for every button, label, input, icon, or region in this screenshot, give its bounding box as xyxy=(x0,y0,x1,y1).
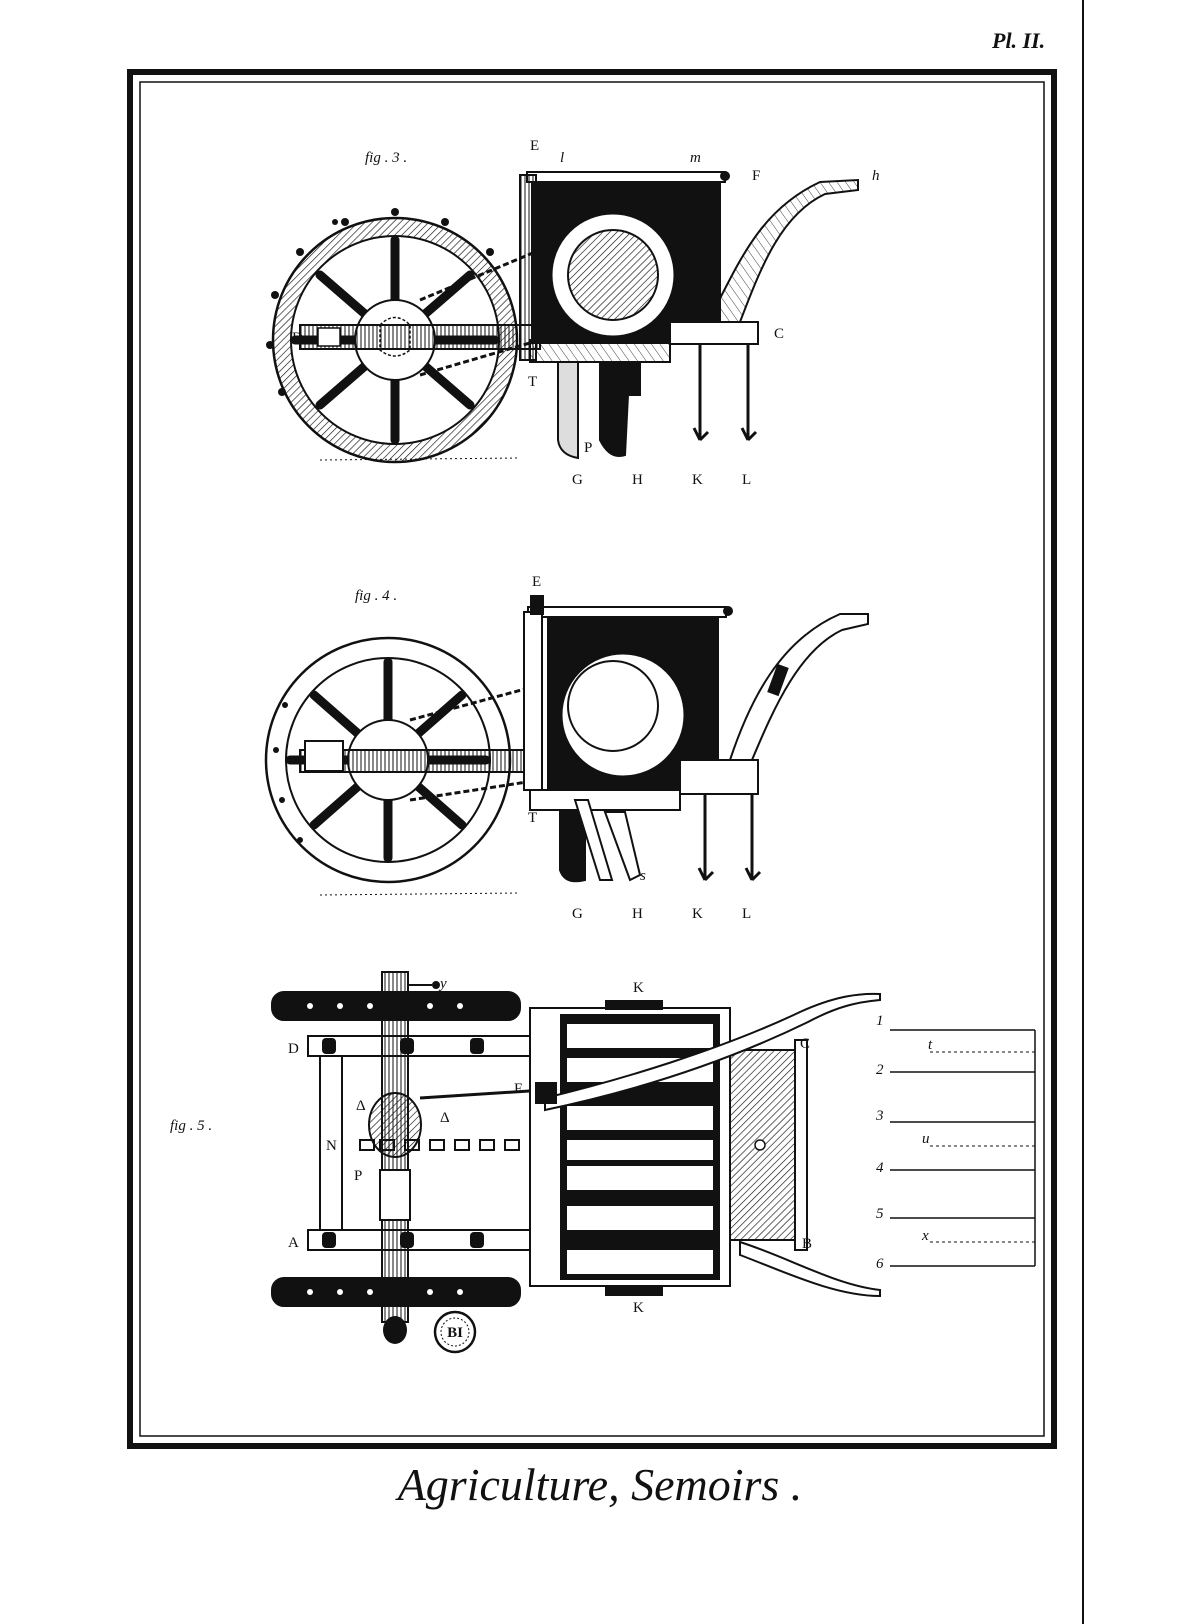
fig5-letter-y: y xyxy=(438,976,447,992)
fig5-plan-view: fig . 5 . xyxy=(170,971,1036,1354)
fig5-scale-mark-3: 3 xyxy=(875,1108,884,1124)
fig3-letter-H: H xyxy=(632,472,643,488)
fig5-handle-bottom xyxy=(739,1240,881,1298)
fig4-handle xyxy=(728,613,869,761)
fig4-letter-T: T xyxy=(528,810,537,826)
fig3-letter-G: G xyxy=(572,472,583,488)
fig4-letter-E: E xyxy=(532,574,541,590)
fig4-side-view: fig . 4 . xyxy=(264,574,869,922)
fig3-letter-L: L xyxy=(742,472,751,488)
library-stamp: BI xyxy=(433,1310,477,1354)
fig5-letter-K-top: K xyxy=(633,980,644,996)
fig3-letter-T: T xyxy=(528,374,537,390)
fig3-letter-m: m xyxy=(690,150,701,166)
fig5-letter-C: C xyxy=(800,1036,810,1052)
fig4-chain xyxy=(409,683,541,722)
fig4-letter-s: s xyxy=(640,868,646,884)
fig5-scale-letter-u: u xyxy=(922,1131,930,1147)
fig5-hopper xyxy=(529,1000,731,1296)
fig5-scale-mark-1: 1 xyxy=(876,1013,884,1029)
fig3-letter-P: P xyxy=(584,440,592,456)
fig3-share xyxy=(557,361,579,460)
fig4-letter-L: L xyxy=(742,906,751,922)
plate-number: Pl. II. xyxy=(991,28,1045,53)
fig3-hopper-box xyxy=(519,171,730,361)
fig4-share xyxy=(559,811,586,883)
fig5-scale-lines xyxy=(890,1029,1036,1267)
fig3-letter-E: E xyxy=(530,138,539,154)
fig5-scale-mark-4: 4 xyxy=(876,1160,884,1176)
fig3-side-view: fig . 3 . xyxy=(266,138,880,488)
fig5-letter-B: B xyxy=(802,1236,812,1252)
fig5-letter-D: D xyxy=(288,1041,299,1057)
fig5-letter-K-bottom: K xyxy=(633,1300,644,1316)
fig5-scale-letter-t: t xyxy=(928,1037,933,1053)
fig5-letter-P: P xyxy=(354,1168,362,1184)
fig4-letter-K: K xyxy=(692,906,703,922)
fig5-letter-delta1: Δ xyxy=(356,1098,366,1114)
fig5-scale-mark-6: 6 xyxy=(876,1256,884,1272)
fig4-label: fig . 4 . xyxy=(355,588,397,604)
plate-caption: Agriculture, Semoirs . xyxy=(395,1459,803,1510)
fig3-letter-K: K xyxy=(692,472,703,488)
fig4-letter-G: G xyxy=(572,906,583,922)
fig3-seed-tube xyxy=(599,361,641,457)
fig3-letter-h: h xyxy=(872,168,880,184)
fig3-letter-D: D xyxy=(292,330,303,346)
plate-frame-outer xyxy=(127,69,1057,1449)
fig5-frame-A xyxy=(307,1229,531,1251)
fig5-frame-D xyxy=(307,1035,531,1057)
fig5-scale-mark-2: 2 xyxy=(876,1062,884,1078)
fig3-letter-C: C xyxy=(774,326,784,342)
fig5-frame-N xyxy=(319,1055,343,1231)
plate-frame-inner xyxy=(139,81,1045,1437)
fig4-letter-H: H xyxy=(632,906,643,922)
fig3-letter-F: F xyxy=(752,168,760,184)
stamp-text: BI xyxy=(447,1325,463,1341)
fig4-letter-n: n xyxy=(694,728,702,744)
fig5-label: fig . 5 . xyxy=(170,1118,212,1134)
fig3-letter-l: l xyxy=(560,150,564,166)
fig5-letter-delta2: Δ xyxy=(440,1110,450,1126)
fig3-label: fig . 3 . xyxy=(365,150,407,166)
fig3-handle xyxy=(706,178,859,323)
fig5-letter-E: E xyxy=(514,1081,523,1097)
fig5-scale-mark-5: 5 xyxy=(876,1206,884,1222)
fig5-handle-top xyxy=(544,992,881,1112)
fig4-letter-x: x xyxy=(561,763,569,779)
fig5-letter-N: N xyxy=(326,1138,337,1154)
fig4-seed-tube xyxy=(603,811,642,882)
fig5-letter-A: A xyxy=(288,1235,299,1251)
fig5-scale-letter-x: x xyxy=(921,1228,929,1244)
